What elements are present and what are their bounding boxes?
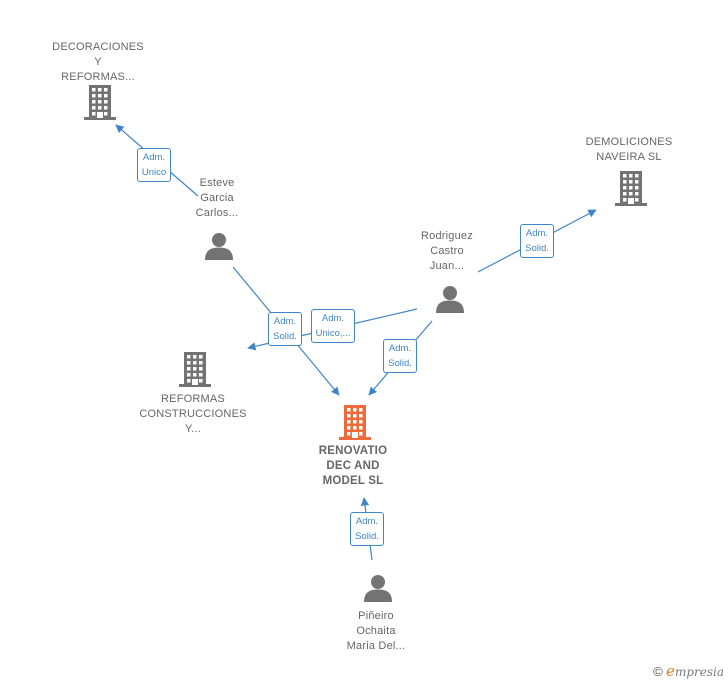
footer-brand: © empresia xyxy=(653,662,724,680)
node-rodriguez-icon[interactable] xyxy=(435,285,465,318)
badge-line: Adm. xyxy=(273,316,297,327)
badge-line: Adm. xyxy=(388,343,412,354)
person-icon xyxy=(436,286,464,313)
node-label-line: Ochaita xyxy=(356,625,396,637)
node-label-line: Y... xyxy=(185,423,201,435)
badge-line: Solid. xyxy=(525,243,549,254)
badge-line: Unico xyxy=(141,167,167,178)
badge-line: Solid. xyxy=(273,331,297,342)
node-label-line: Carlos... xyxy=(195,207,239,219)
node-label-line: RENOVATIO xyxy=(318,445,388,457)
node-decoraciones-label[interactable]: DECORACIONES Y REFORMAS... xyxy=(28,40,168,85)
brand-initial: e xyxy=(666,662,675,680)
edge-rodriguez-renovatio-badge[interactable]: Adm. Solid. xyxy=(383,339,417,373)
node-reformas-icon[interactable] xyxy=(179,351,211,392)
building-icon xyxy=(179,352,211,387)
node-label-line: Rodriguez xyxy=(421,230,473,242)
node-label-line: Esteve xyxy=(199,177,235,189)
node-esteve-icon[interactable] xyxy=(204,232,234,265)
node-demoliciones-label[interactable]: DEMOLICIONES NAVEIRA SL xyxy=(559,135,699,165)
node-label-line: CONSTRUCCIONES xyxy=(139,408,247,420)
node-renovatio-label[interactable]: RENOVATIO DEC AND MODEL SL xyxy=(283,444,423,489)
node-label-line: Juan... xyxy=(429,260,465,272)
node-label-line: DEMOLICIONES xyxy=(585,136,673,148)
node-label-line: REFORMAS... xyxy=(61,71,135,83)
edge-esteve-renovatio-badge[interactable]: Adm. Solid. xyxy=(268,312,302,346)
badge-line: Solid. xyxy=(388,358,412,369)
node-reformas-label[interactable]: REFORMAS CONSTRUCCIONES Y... xyxy=(123,392,263,437)
node-label-line: REFORMAS xyxy=(161,393,225,405)
building-icon xyxy=(339,405,371,440)
badge-line: Adm. xyxy=(321,313,345,324)
node-label-line: DECORACIONES xyxy=(52,41,144,53)
node-label-line: Y xyxy=(94,56,102,68)
badge-line: Adm. xyxy=(355,516,379,527)
building-icon xyxy=(615,171,647,206)
node-label-line: Maria Del... xyxy=(346,640,406,652)
edge-rodriguez-reformas-badge[interactable]: Adm. Unico,... xyxy=(310,309,356,343)
badge-line: Adm. xyxy=(142,152,166,163)
node-pineiro-icon[interactable] xyxy=(363,574,393,607)
edge-esteve-decoraciones-badge[interactable]: Adm. Unico xyxy=(136,148,172,182)
node-demoliciones-icon[interactable] xyxy=(615,170,647,211)
node-label-line: Garcia xyxy=(200,192,234,204)
brand-name: mpresia xyxy=(674,665,724,679)
badge-line: Unico,... xyxy=(315,328,351,339)
badge-line: Solid. xyxy=(355,531,379,542)
person-icon xyxy=(364,575,392,602)
edge-rodriguez-demoliciones-badge[interactable]: Adm. Solid. xyxy=(520,224,554,258)
building-icon xyxy=(84,85,116,120)
node-label-line: MODEL SL xyxy=(322,475,384,487)
node-label-line: DEC AND xyxy=(326,460,380,472)
node-label-line: NAVEIRA SL xyxy=(596,151,662,163)
edge-pineiro-renovatio-badge[interactable]: Adm. Solid. xyxy=(350,512,384,546)
person-icon xyxy=(205,233,233,260)
node-label-line: Castro xyxy=(430,245,464,257)
node-label-line: Piñeiro xyxy=(358,610,394,622)
badge-line: Adm. xyxy=(525,228,549,239)
node-renovatio-icon[interactable] xyxy=(339,404,371,445)
copyright-symbol: © xyxy=(653,664,663,679)
node-decoraciones-icon[interactable] xyxy=(84,84,116,125)
